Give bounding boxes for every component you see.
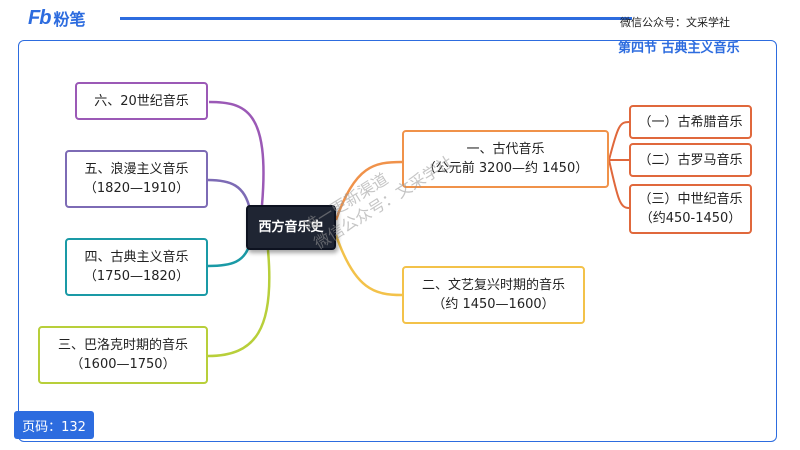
header-rule: [120, 17, 632, 20]
node-greek: （一）古希腊音乐: [629, 105, 752, 139]
page-number: 页码：132: [14, 411, 94, 439]
node-ancient-years: （公元前 3200—约 1450）: [422, 161, 589, 176]
logo-fb-mark: Fb: [28, 6, 51, 29]
node-classical-years: （1750—1820）: [83, 269, 190, 284]
wechat-account: 微信公众号：文采学社: [620, 16, 730, 29]
content-frame: [18, 40, 777, 442]
node-classical: 四、古典主义音乐 （1750—1820）: [65, 238, 208, 296]
node-romantic-years: （1820—1910）: [83, 181, 190, 196]
connector-classical: [207, 242, 252, 268]
node-medieval-title: （三）中世纪音乐: [638, 192, 743, 207]
connector-romantic: [207, 178, 252, 211]
node-romantic: 五、浪漫主义音乐 （1820—1910）: [65, 150, 208, 208]
connector-20th: [208, 100, 265, 206]
node-20th-label: 六、20世纪音乐: [94, 93, 189, 109]
connector-greek: [608, 121, 630, 161]
node-classical-title: 四、古典主义音乐: [84, 250, 189, 265]
node-medieval-years: （约450-1450）: [639, 211, 742, 226]
node-romantic-title: 五、浪漫主义音乐: [84, 162, 189, 177]
node-renaissance: 二、文艺复兴时期的音乐 （约 1450—1600）: [402, 266, 585, 324]
node-ancient: 一、古代音乐 （公元前 3200—约 1450）: [402, 130, 609, 188]
node-baroque-years: （1600—1750）: [70, 357, 176, 372]
node-center-label: 西方音乐史: [258, 220, 324, 235]
fenbi-logo: Fb 粉笔: [28, 6, 85, 30]
node-20th-century: 六、20世纪音乐: [75, 82, 208, 120]
node-ancient-title: 一、古代音乐: [466, 142, 545, 157]
node-roman: （二）古罗马音乐: [629, 143, 752, 177]
node-roman-label: （二）古罗马音乐: [638, 152, 743, 168]
connector-renaissance: [334, 234, 403, 297]
connector-ancient: [334, 160, 403, 221]
logo-text: 粉笔: [53, 10, 86, 29]
node-baroque: 三、巴洛克时期的音乐 （1600—1750）: [38, 326, 208, 384]
node-baroque-title: 三、巴洛克时期的音乐: [57, 338, 188, 353]
connector-medieval: [608, 159, 630, 209]
node-greek-label: （一）古希腊音乐: [638, 114, 743, 130]
node-center: 西方音乐史: [246, 205, 336, 250]
node-medieval: （三）中世纪音乐 （约450-1450）: [629, 184, 752, 234]
connector-baroque: [207, 249, 271, 358]
section-title: 第四节 古典主义音乐: [618, 41, 740, 56]
node-renaissance-years: （约 1450—1600）: [432, 297, 555, 312]
node-renaissance-title: 二、文艺复兴时期的音乐: [421, 278, 565, 293]
